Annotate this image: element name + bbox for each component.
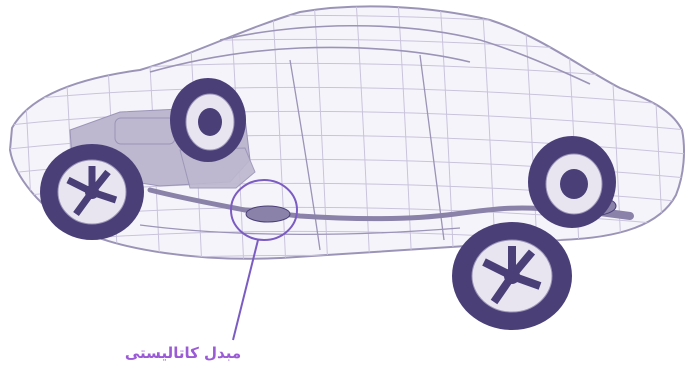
callout-label: مبدل کاتالیستی (118, 344, 248, 362)
front-left-wheel (40, 144, 144, 240)
front-right-wheel (452, 222, 572, 330)
rear-left-wheel (170, 78, 246, 162)
catalytic-converter (246, 206, 290, 222)
rear-right-wheel (528, 136, 616, 228)
engine-cover (115, 118, 175, 144)
wireframe-cross-line (0, 255, 687, 274)
